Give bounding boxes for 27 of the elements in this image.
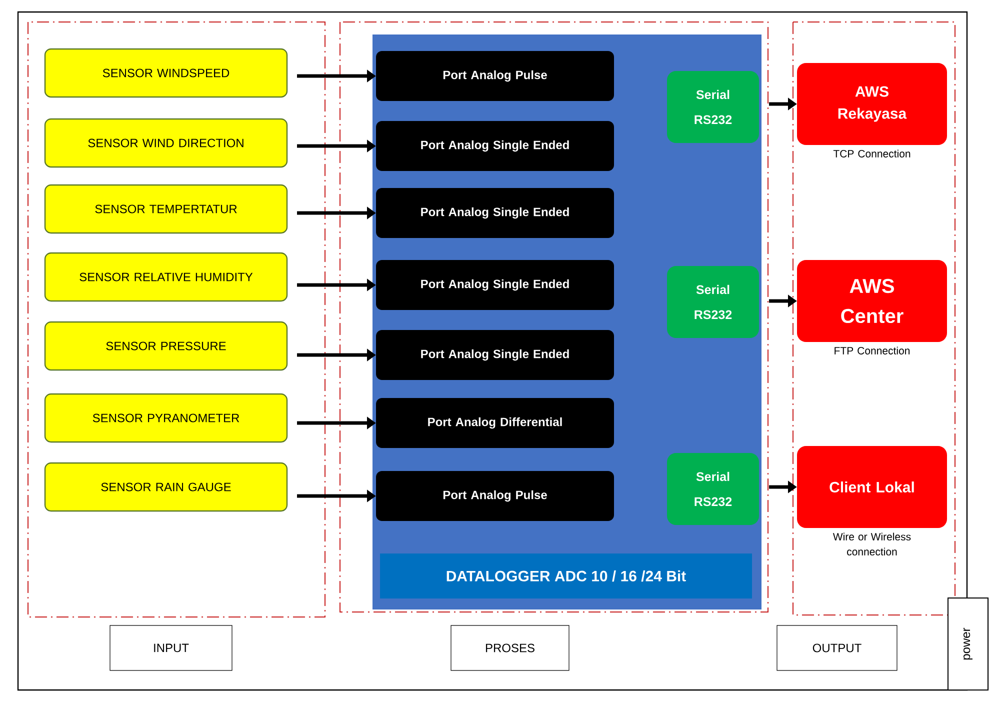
port-box: Port Analog Single Ended: [376, 188, 614, 238]
connection-label: TCP Connection: [833, 150, 910, 158]
port-box: Port Analog Single Ended: [376, 121, 614, 171]
output-box: Client Lokal: [797, 446, 947, 528]
port-box: Port Analog Single Ended: [376, 330, 614, 380]
section-label-box: OUTPUT: [776, 625, 898, 671]
connection-label: Wire or Wireless connection: [832, 532, 911, 556]
port-box: Port Analog Differential: [376, 398, 614, 448]
output-box: AWS Center: [797, 260, 947, 342]
sensor-box: SENSOR RAIN GAUGE: [44, 462, 288, 512]
sensor-box: SENSOR TEMPERTATUR: [44, 184, 288, 234]
sensor-box: SENSOR WINDSPEED: [44, 48, 288, 98]
sensor-box: SENSOR PRESSURE: [44, 321, 288, 371]
section-label-box: INPUT: [110, 625, 232, 671]
serial-box: Serial RS232: [667, 71, 759, 143]
sensor-box: SENSOR RELATIVE HUMIDITY: [44, 252, 288, 302]
sensor-box: SENSOR PYRANOMETER: [44, 393, 288, 443]
output-box: AWS Rekayasa: [797, 63, 947, 145]
sensor-box: SENSOR WIND DIRECTION: [44, 118, 288, 168]
connection-label: FTP Connection: [834, 346, 910, 354]
power-box: power: [948, 597, 988, 690]
port-box: Port Analog Single Ended: [376, 260, 614, 310]
serial-box: Serial RS232: [667, 266, 759, 338]
section-label-box: PROSES: [450, 625, 570, 671]
port-box: Port Analog Pulse: [376, 470, 614, 521]
serial-box: Serial RS232: [667, 453, 759, 525]
port-box: Port Analog Pulse: [376, 51, 614, 101]
